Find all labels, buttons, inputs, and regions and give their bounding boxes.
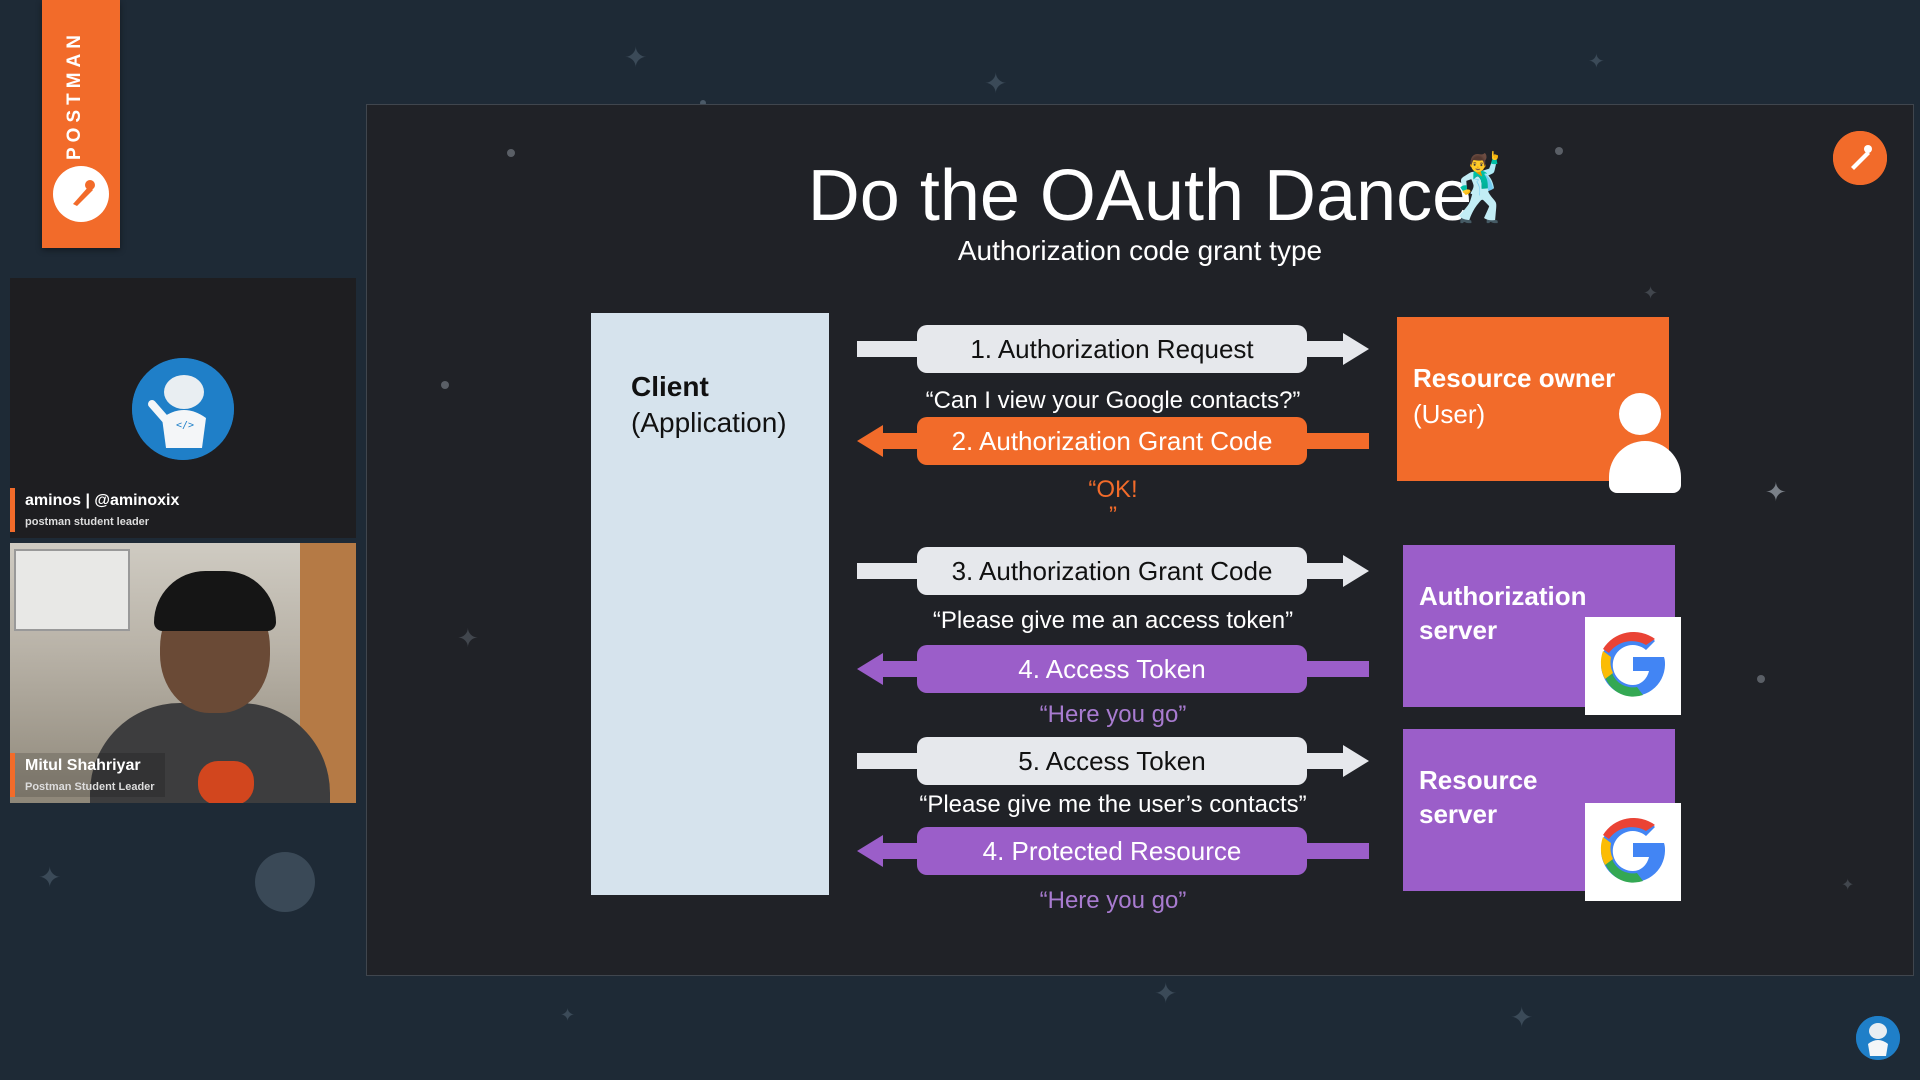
flow-step-label: 4. Protected Resource [917, 827, 1307, 875]
flow-step-caption: “Please give me an access token” [932, 607, 1294, 634]
corner-avatar[interactable] [1856, 1016, 1900, 1060]
flow-step-caption: “Can I view your Google contacts?” [925, 387, 1301, 414]
flow-step-label: 3. Authorization Grant Code [917, 547, 1307, 595]
dot-decoration [1555, 147, 1563, 155]
box-title: Authorization [1419, 581, 1587, 611]
dot-decoration [1757, 675, 1765, 683]
slide-subtitle: Authorization code grant type [957, 235, 1323, 266]
client-box: Client (Application) [591, 313, 829, 895]
star-decoration: ✦ [1765, 477, 1787, 507]
flow-arrow-6: 4. Protected Resource [857, 827, 1369, 875]
flow-step-label: 1. Authorization Request [917, 325, 1307, 373]
flow-step-label: 5. Access Token [917, 737, 1307, 785]
star-decoration: ✦ [624, 42, 648, 73]
authorization-server-box: Authorization server [1403, 545, 1681, 715]
participant-name-tag: Mitul Shahriyar Postman Student Leader [10, 753, 165, 797]
star-decoration: ✦ [1841, 877, 1855, 894]
dot-decoration [507, 149, 515, 157]
arrow-left-icon [857, 835, 883, 867]
user-icon [1619, 393, 1661, 435]
video-background-whiteboard [14, 549, 130, 631]
slide-title: Do the OAuth Dance [807, 156, 1473, 236]
google-logo-icon [1585, 803, 1681, 901]
participant-role: postman student leader [25, 516, 150, 528]
postman-logo-icon [53, 166, 109, 222]
presentation-slide: ✦ ✦ ✦ ✦ Do the OAuth Dance 🕺 Authorizati… [366, 104, 1914, 976]
arrow-right-icon [1343, 745, 1369, 777]
resource-server-box: Resource server [1403, 729, 1681, 901]
flow-arrow-1: 1. Authorization Request [857, 325, 1369, 373]
client-subtitle: (Application) [631, 407, 787, 438]
box-subtitle: server [1419, 615, 1498, 645]
box-title: Resource owner [1413, 363, 1616, 393]
resource-owner-box: Resource owner (User) [1397, 317, 1681, 493]
flow-arrow-5: 5. Access Token [857, 737, 1369, 785]
star-decoration: ✦ [38, 862, 62, 893]
video-person-hair [154, 571, 276, 631]
star-decoration: ✦ [1510, 1002, 1534, 1033]
postman-logo-icon [1833, 131, 1887, 185]
arrow-left-icon [857, 653, 883, 685]
star-decoration: ✦ [560, 1005, 576, 1025]
flow-arrow-2: 2. Authorization Grant Code [857, 417, 1369, 465]
banner-label: POSTMAN [64, 30, 85, 160]
arrow-left-icon [857, 425, 883, 457]
dancer-icon: 🕺 [1441, 152, 1521, 224]
dot-decoration [441, 381, 449, 389]
flow-step-label: 2. Authorization Grant Code [917, 417, 1307, 465]
user-icon-body [1609, 441, 1681, 493]
arrow-right-icon [1343, 333, 1369, 365]
star-decoration: ✦ [984, 68, 1008, 99]
client-title: Client [631, 371, 709, 402]
postman-banner: POSTMAN [42, 0, 120, 248]
participant-name: aminos | @aminoxix [25, 492, 180, 509]
star-decoration: ✦ [1154, 978, 1178, 1009]
flow-arrow-3: 3. Authorization Grant Code [857, 547, 1369, 595]
participant-name: Mitul Shahriyar [25, 757, 141, 774]
arrow-right-icon [1343, 555, 1369, 587]
participant-tile-mitul[interactable]: Mitul Shahriyar Postman Student Leader [10, 543, 356, 803]
box-subtitle: (User) [1413, 399, 1486, 429]
box-subtitle: server [1419, 799, 1498, 829]
avatar: </> [132, 358, 234, 460]
star-decoration: ✦ [1588, 51, 1605, 73]
google-logo-icon [1585, 617, 1681, 715]
flow-step-caption: “Here you go” [1039, 701, 1187, 728]
participant-role: Postman Student Leader [25, 781, 155, 793]
flow-step-caption: “Please give me the user’s contacts” [919, 791, 1307, 818]
participant-name-tag: aminos | @aminoxix postman student leade… [10, 488, 189, 532]
flow-step-caption: “OK! ” [1088, 476, 1138, 529]
dot-decoration [700, 100, 706, 106]
flow-step-label: 4. Access Token [917, 645, 1307, 693]
star-decoration: ✦ [1643, 283, 1659, 303]
svg-text:</>: </> [176, 420, 194, 431]
flow-arrow-4: 4. Access Token [857, 645, 1369, 693]
box-title: Resource [1419, 765, 1538, 795]
flow-step-caption: “Here you go” [1039, 887, 1187, 914]
participant-tile-aminos[interactable]: </> aminos | @aminoxix postman student l… [10, 278, 356, 538]
circle-decoration [255, 852, 315, 912]
microphone [198, 761, 254, 803]
star-decoration: ✦ [457, 623, 479, 653]
